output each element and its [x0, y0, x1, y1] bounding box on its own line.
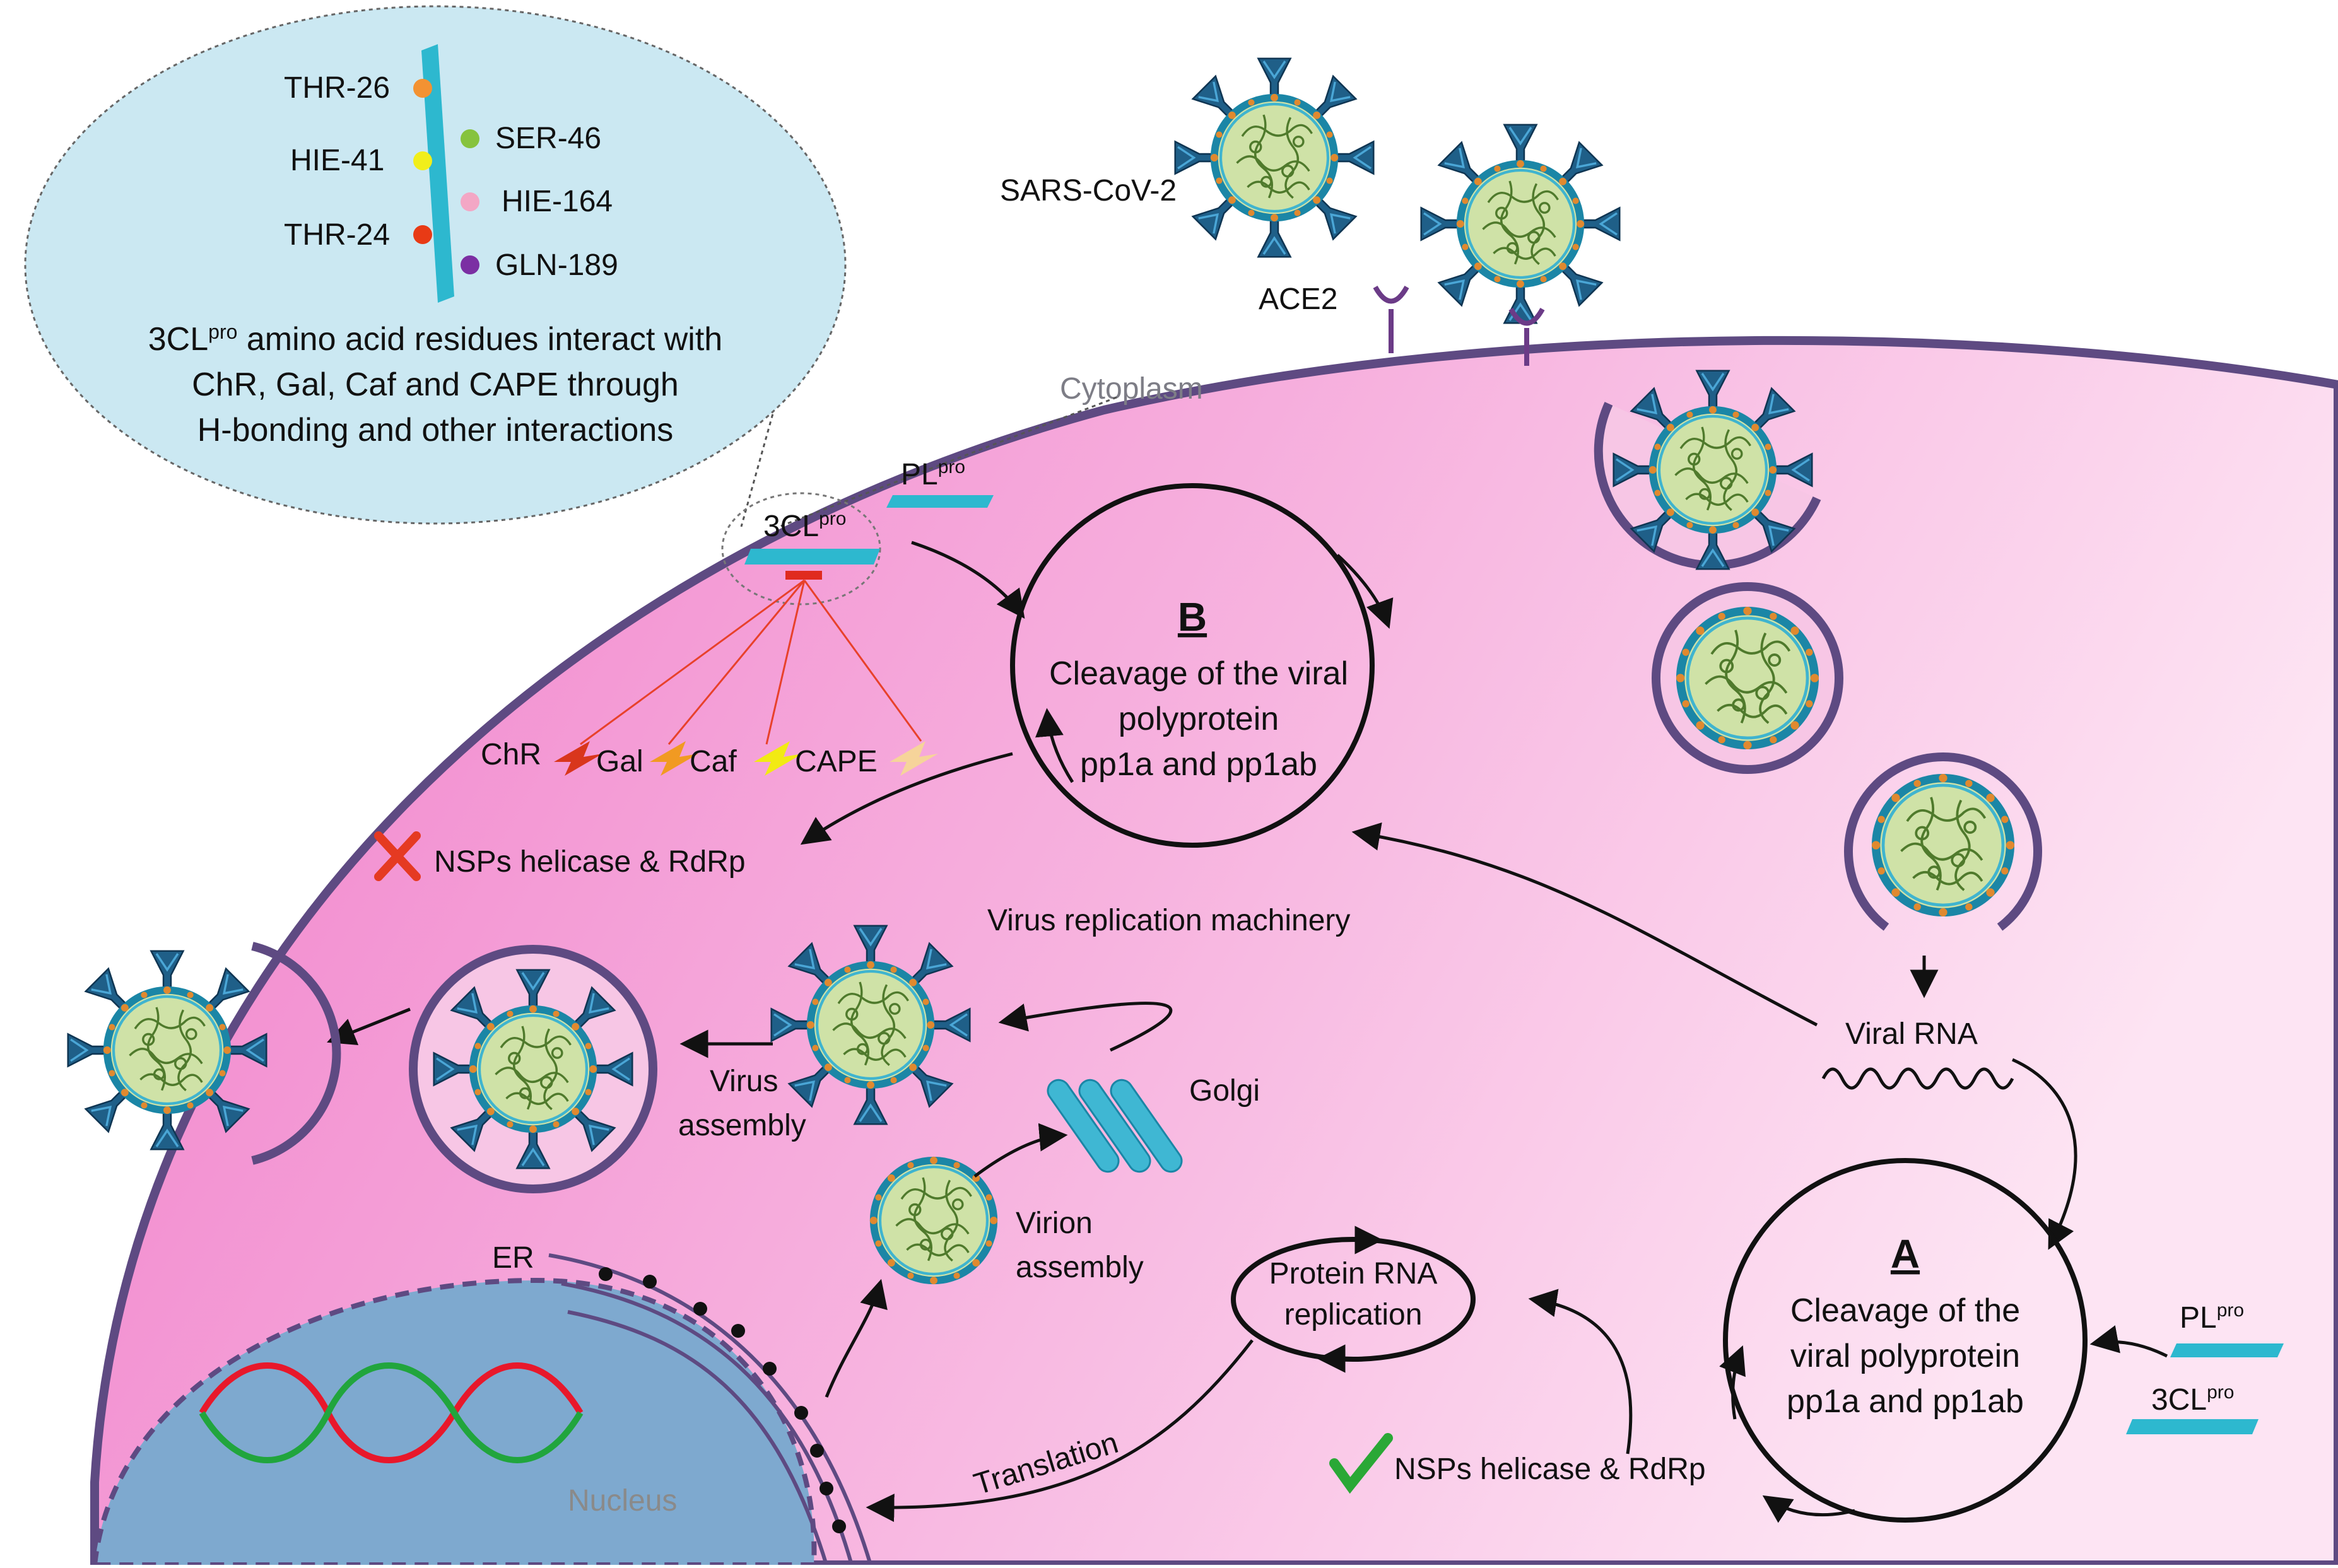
callout-bubble	[24, 5, 847, 525]
cytoplasm-label: Cytoplasm	[1060, 372, 1203, 406]
arrow-virion-to-golgi	[973, 1123, 1068, 1178]
entering-virion	[1614, 371, 1812, 570]
replication-machinery-label: Virus replication machinery	[987, 904, 1350, 937]
viral-rna-label: Viral RNA	[1845, 1017, 1978, 1051]
protein-rna-line-2: replication	[1284, 1298, 1423, 1331]
er-label: ER	[492, 1241, 534, 1275]
virion-assembly-particle	[870, 1157, 997, 1284]
golgi-label: Golgi	[1189, 1074, 1260, 1108]
circle-b-cycle-arrow-top	[1336, 554, 1394, 629]
callout-caption-line2: ChR, Gal, Caf and CAPE through	[192, 366, 679, 403]
sars-cov-2-virion-2	[1421, 125, 1620, 324]
bolt-icon-cape	[890, 741, 938, 776]
virion-assembly-line-2: assembly	[1016, 1251, 1144, 1284]
circle-b-cycle-arrow-bottom	[1035, 708, 1074, 783]
viral-rna-strand	[1821, 1067, 2014, 1090]
bolt-icon-caf	[754, 741, 802, 776]
arrow-rna-to-b	[1351, 822, 1818, 1027]
residue-thr24: THR-24	[284, 218, 390, 252]
nsps-active-label: NSPs helicase & RdRp	[1394, 1453, 1706, 1486]
arrow-rna-to-a	[2011, 1058, 2077, 1250]
ribosomes	[599, 1267, 846, 1533]
bolt-icon-chr	[554, 741, 602, 776]
pl-top-bar	[886, 495, 994, 508]
inhibition-lines	[580, 579, 922, 746]
residue-hie164: HIE-164	[502, 185, 613, 218]
circle-b-line-2: polyprotein	[1119, 701, 1279, 737]
compound-gal: Gal	[596, 745, 643, 778]
callout-caption-line3: H-bonding and other interactions	[197, 412, 673, 448]
compound-caf: Caf	[690, 745, 737, 778]
cl3-top-label: 3CLpro	[763, 508, 846, 543]
circle-b-line-3: pp1a and pp1ab	[1080, 746, 1317, 783]
endosome-2-opening	[1844, 752, 2042, 931]
residue-hie41: HIE-41	[290, 144, 384, 177]
residue-gln189: GLN-189	[495, 249, 618, 282]
nucleus-label: Nucleus	[568, 1484, 677, 1518]
residue-dots	[413, 79, 479, 274]
dna-helix	[199, 1362, 584, 1463]
compound-cape: CAPE	[795, 745, 878, 778]
circle-a-letter: A	[1891, 1231, 1920, 1277]
sars-cov-2-label: SARS-CoV-2	[1000, 174, 1177, 208]
circle-a	[1723, 1158, 2088, 1523]
pl-right-label: PLpro	[2180, 1300, 2244, 1335]
ace2-receptor-1	[1373, 285, 1409, 353]
residue-thr26: THR-26	[284, 71, 390, 105]
residue-ser46: SER-46	[495, 122, 601, 155]
pl-right-bar	[2170, 1343, 2284, 1357]
callout-caption-line1: 3CLpro amino acid residues interact with	[148, 320, 722, 358]
nsps-inhibited-label: NSPs helicase & RdRp	[434, 845, 746, 879]
released-virion	[68, 951, 267, 1150]
circle-a-cycle-arrow	[1762, 1495, 1855, 1523]
circle-a-line-3: pp1a and pp1ab	[1787, 1383, 2024, 1420]
arrow-b-to-nsps	[800, 752, 1013, 845]
inhibitor-bar	[785, 571, 822, 580]
check-icon	[1329, 1433, 1393, 1494]
arrow-golgi-to-virus	[998, 1002, 1173, 1052]
circle-b-letter: B	[1178, 594, 1207, 640]
sars-cov-2-virion-1	[1175, 59, 1374, 257]
circle-a-line-2: viral polyprotein	[1790, 1338, 2020, 1374]
endosome-1	[1652, 582, 1843, 774]
assembled-virion	[772, 926, 970, 1125]
golgi-apparatus	[1047, 1079, 1183, 1173]
cl3-right-label: 3CLpro	[2151, 1382, 2234, 1417]
exocytosis-pit	[251, 942, 341, 1165]
circle-b-line-1: Cleavage of the viral	[1049, 655, 1348, 692]
virus-assembly-line-1: Virus	[710, 1065, 778, 1098]
arrow-protease-to-a	[2089, 1325, 2168, 1358]
bolt-icon-gal	[650, 741, 698, 776]
circle-b	[1010, 483, 1375, 848]
cl3-top-bar	[744, 549, 880, 565]
circle-a-line-1: Cleavage of the	[1790, 1292, 2020, 1329]
virus-assembly-line-2: assembly	[678, 1109, 806, 1142]
arrow-nsps-to-protein	[1528, 1289, 1633, 1454]
vesicle-virion	[434, 970, 633, 1169]
ace2-receptor-2	[1508, 307, 1545, 366]
virion-assembly-line-1: Virion	[1016, 1207, 1093, 1240]
arrow-vesicle-to-release	[327, 1007, 411, 1045]
compound-chr: ChR	[481, 738, 541, 771]
arrow-er-to-virion	[825, 1278, 888, 1398]
arrow-translation	[866, 1339, 1254, 1523]
ace2-label: ACE2	[1259, 283, 1337, 316]
circle-a-cycle-arrow-left	[1719, 1345, 1746, 1420]
protein-rna-line-1: Protein RNA	[1269, 1257, 1438, 1290]
arrow-protease-to-b	[911, 541, 1025, 619]
cl3-right-bar	[2126, 1419, 2259, 1434]
cross-icon	[374, 831, 421, 881]
pl-top-label: PLpro	[901, 457, 965, 491]
protease-helix-bar	[421, 44, 454, 303]
nucleus	[91, 1277, 817, 1567]
